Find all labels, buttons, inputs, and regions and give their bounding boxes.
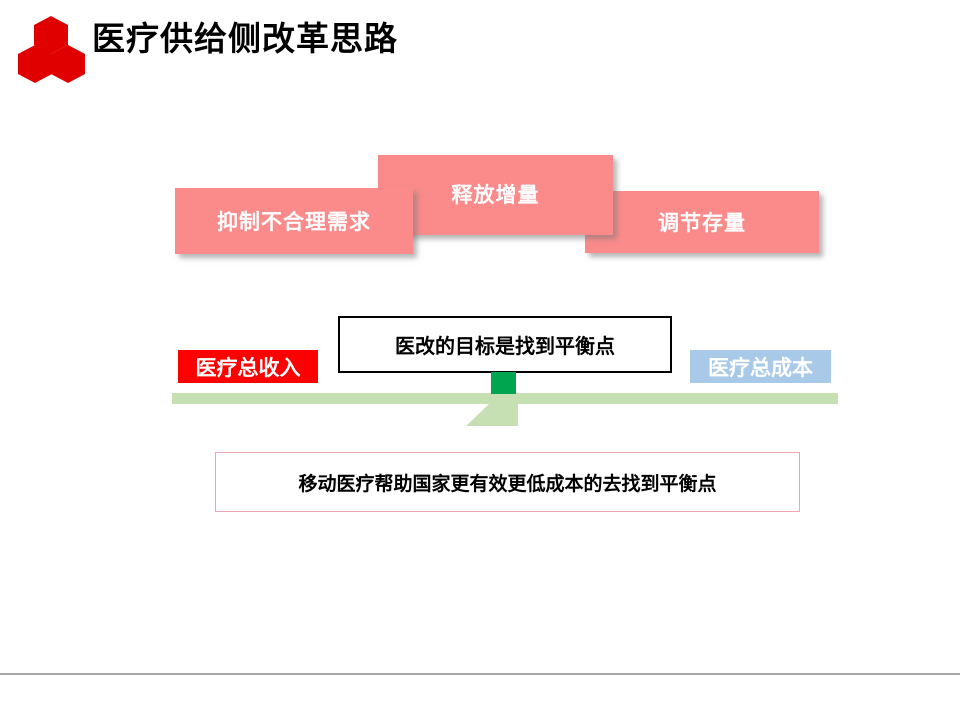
balance-goal-text: 医改的目标是找到平衡点 xyxy=(395,336,615,358)
balance-fulcrum-base-fill xyxy=(489,399,518,426)
measure-box-adjust-stock: 调节存量 xyxy=(585,191,819,253)
conclusion-box: 移动医疗帮助国家更有效更低成本的去找到平衡点 xyxy=(215,452,800,512)
balance-right-label-total-cost: 医疗总成本 xyxy=(690,350,831,383)
hexagon-bottom-right-icon xyxy=(51,45,85,83)
measure-box-suppress-demand: 抑制不合理需求 xyxy=(175,188,413,254)
hexagon-bottom-left-icon xyxy=(18,45,52,83)
measure-box-label: 调节存量 xyxy=(658,212,746,235)
hexagon-top-icon xyxy=(34,16,68,54)
balance-goal-callout: 医改的目标是找到平衡点 xyxy=(338,316,672,373)
footer-divider xyxy=(0,673,960,675)
balance-beam xyxy=(172,393,838,404)
balance-right-label-text: 医疗总成本 xyxy=(708,356,813,380)
measure-box-release-increment: 释放增量 xyxy=(378,155,613,235)
hexagon-cluster-logo xyxy=(18,12,85,83)
balance-left-label-text: 医疗总收入 xyxy=(195,356,301,380)
measure-box-label: 抑制不合理需求 xyxy=(217,211,371,234)
balance-left-label-total-revenue: 医疗总收入 xyxy=(178,350,318,383)
balance-fulcrum-block-icon xyxy=(491,372,516,394)
conclusion-text: 移动医疗帮助国家更有效更低成本的去找到平衡点 xyxy=(298,473,717,495)
page-title: 医疗供给侧改革思路 xyxy=(92,20,398,57)
measure-box-label: 释放增量 xyxy=(451,184,540,207)
